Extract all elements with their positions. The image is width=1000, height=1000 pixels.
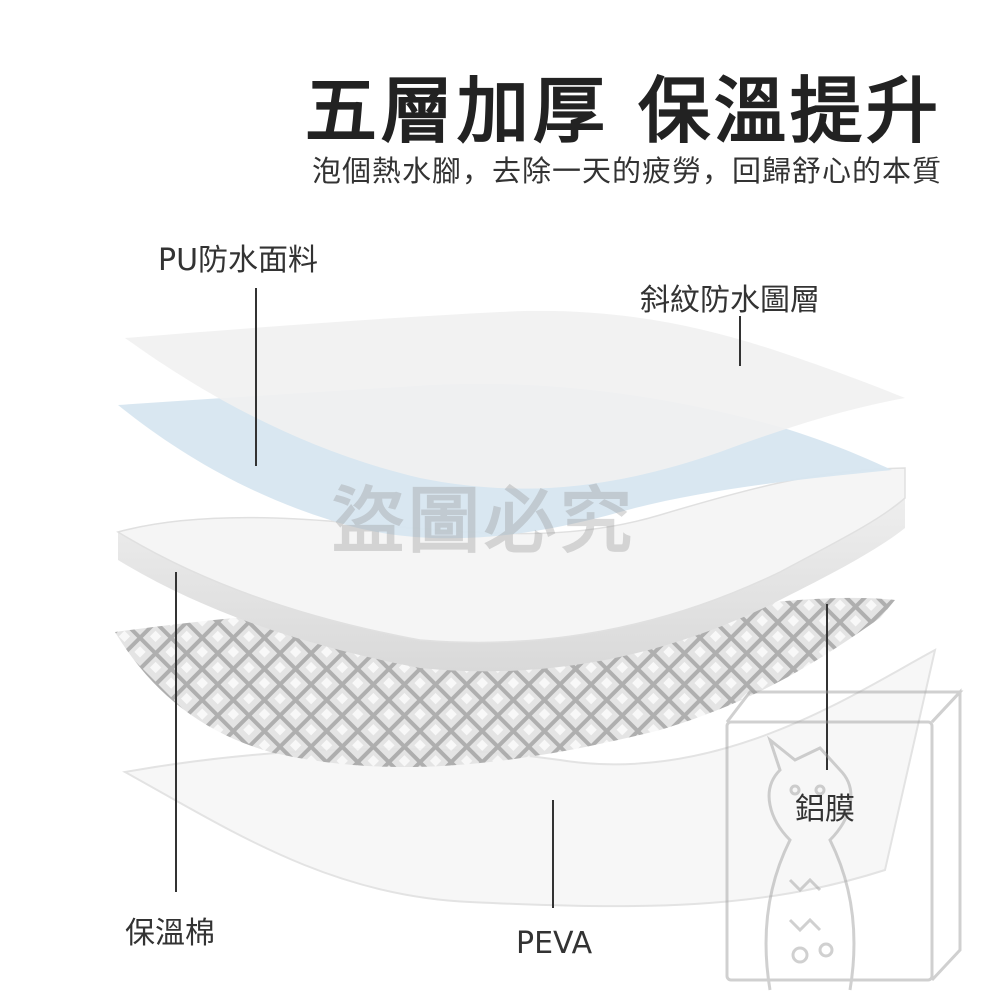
pu-fabric-layer [125, 310, 905, 489]
page-subtitle: 泡個熱水腳，去除一天的疲勞，回歸舒心的本質 [311, 154, 942, 188]
cotton-label: 保溫棉 [125, 916, 215, 951]
page-title: 五層加厚 保溫提升 [304, 69, 942, 153]
copyright-watermark: 盜圖必究 [332, 479, 637, 563]
pu-fabric-label: PU防水面料 [158, 243, 319, 278]
cat-logo-watermark [725, 688, 964, 991]
foil-label: 鋁膜 [795, 792, 855, 827]
twill-coating-label: 斜紋防水圖層 [640, 283, 820, 318]
cotton-layer-edge [118, 498, 905, 672]
peva-label: PEVA [516, 926, 593, 961]
